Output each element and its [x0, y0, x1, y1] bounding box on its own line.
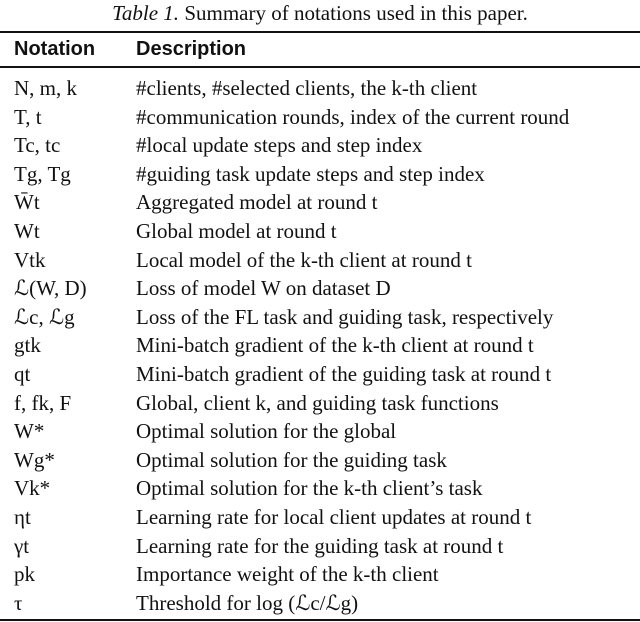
table-row: Wg* Optimal solution for the guiding task	[0, 446, 640, 475]
table-row: Vk* Optimal solution for the k-th client’…	[0, 474, 640, 503]
table-row: W̄t Aggregated model at round t	[0, 188, 640, 217]
notation-cell: Wt	[14, 218, 40, 243]
header-notation: Notation	[14, 38, 96, 60]
caption-text: Summary of notations used in this paper.	[179, 1, 528, 25]
table-row: N, m, k #clients, #selected clients, the …	[0, 74, 640, 103]
table-row: T, t #communication rounds, index of the …	[0, 103, 640, 132]
table-row: ℒc, ℒg Loss of the FL task and guiding ta…	[0, 303, 640, 332]
notation-cell: N, m, k	[14, 76, 77, 100]
description-cell: Learning rate for the guiding task at ro…	[136, 533, 504, 558]
table-row: τ Threshold for log (ℒc/ℒg)	[0, 589, 640, 618]
description-cell: Aggregated model at round t	[136, 190, 378, 215]
description-cell: Threshold for log (ℒc/ℒg)	[136, 590, 359, 615]
description-cell: Mini-batch gradient of the k-th client a…	[136, 333, 534, 358]
notation-cell: f, fk, F	[14, 390, 72, 415]
table-row: W* Optimal solution for the global	[0, 417, 640, 446]
table-row: ℒ(W, D) Loss of model W on dataset D	[0, 274, 640, 303]
description-cell: Local model of the k-th client at round …	[136, 247, 472, 272]
table-row: qt Mini-batch gradient of the guiding tas…	[0, 360, 640, 389]
notation-cell: ηt	[14, 504, 31, 529]
description-cell: Global, client k, and guiding task funct…	[136, 390, 499, 415]
notation-cell: ℒ(W, D)	[14, 276, 87, 301]
notation-cell: Vtk	[14, 247, 46, 272]
table-row: Tg, Tg #guiding task update steps and ste…	[0, 160, 640, 189]
table-row: Tc, tc #local update steps and step index	[0, 131, 640, 160]
description-cell: #communication rounds, index of the curr…	[136, 104, 570, 129]
description-cell: Mini-batch gradient of the guiding task …	[136, 361, 552, 386]
description-cell: Learning rate for local client updates a…	[136, 504, 532, 529]
notation-cell: τ	[14, 590, 23, 615]
description-cell: Optimal solution for the k-th client’s t…	[136, 476, 483, 501]
table-row: pk Importance weight of the k-th client	[0, 560, 640, 589]
table-row: ηt Learning rate for local client updates…	[0, 503, 640, 532]
table-row: γt Learning rate for the guiding task at …	[0, 532, 640, 561]
table-caption: Table 1. Summary of notations used in th…	[0, 1, 640, 25]
notation-cell: Tc, tc	[14, 133, 61, 158]
header-rule	[0, 66, 640, 68]
table-row: gtk Mini-batch gradient of the k-th clien…	[0, 331, 640, 360]
table-row: Vtk Local model of the k-th client at rou…	[0, 246, 640, 275]
description-cell: Loss of model W on dataset D	[136, 276, 391, 301]
notation-cell: qt	[14, 361, 31, 386]
notation-cell: T, t	[14, 104, 42, 129]
bottom-rule	[0, 619, 640, 621]
description-cell: #local update steps and step index	[136, 133, 423, 158]
notation-cell: W̄t	[14, 190, 40, 215]
description-cell: Global model at round t	[136, 218, 337, 243]
top-rule	[0, 31, 640, 33]
description-cell: Optimal solution for the global	[136, 419, 397, 444]
notation-cell: pk	[14, 562, 35, 587]
notation-cell: ℒc, ℒg	[14, 304, 75, 329]
notation-cell: W*	[14, 419, 45, 444]
description-cell: Loss of the FL task and guiding task, re…	[136, 304, 554, 329]
description-cell: #clients, #selected clients, the k-th cl…	[136, 76, 478, 100]
description-cell: #guiding task update steps and step inde…	[136, 161, 485, 186]
caption-label: Table 1.	[112, 1, 180, 25]
table-row: f, fk, F Global, client k, and guiding ta…	[0, 389, 640, 418]
notation-cell: Wg*	[14, 447, 55, 472]
description-cell: Optimal solution for the guiding task	[136, 447, 447, 472]
description-cell: Importance weight of the k-th client	[136, 562, 439, 587]
notation-cell: Vk*	[14, 476, 51, 501]
notation-cell: gtk	[14, 333, 41, 358]
header-description: Description	[136, 38, 247, 60]
table-row: Wt Global model at round t	[0, 217, 640, 246]
notation-cell: Tg, Tg	[14, 161, 71, 186]
notation-cell: γt	[14, 533, 30, 558]
table-body: N, m, k #clients, #selected clients, the …	[0, 74, 640, 617]
